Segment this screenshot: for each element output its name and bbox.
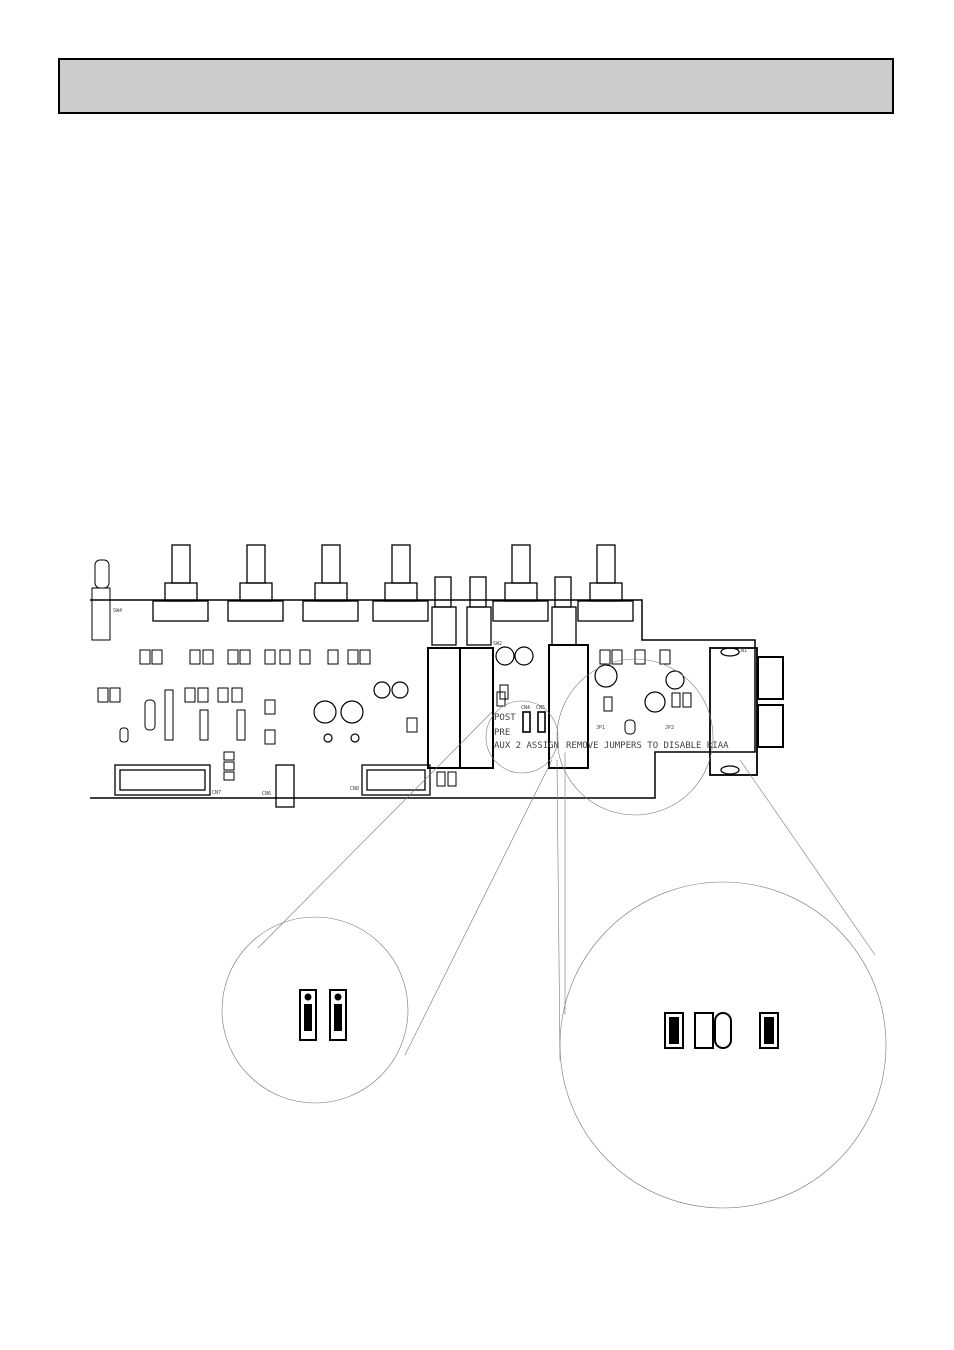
label-aux-assign: AUX 2 ASSIGN <box>494 741 559 751</box>
slide-switches <box>427 576 589 769</box>
label-jp1: JP1 <box>596 725 605 731</box>
zoomed-jumpers-riaa <box>664 1012 779 1049</box>
header-bar <box>58 58 894 114</box>
label-riaa-note: REMOVE JUMPERS TO DISABLE RIAA <box>566 741 729 751</box>
zoomed-jumpers-aux <box>299 989 347 1041</box>
label-post: POST <box>494 713 516 723</box>
pcb-jumpers <box>522 711 546 733</box>
label-cn8: CN8 <box>350 786 359 792</box>
label-sw2: SW2 <box>493 641 502 647</box>
label-pre: PRE <box>494 728 510 738</box>
leader-lines <box>257 711 876 1061</box>
capacitors <box>313 646 685 743</box>
callout-circle-large <box>556 658 714 816</box>
toggle-switch <box>91 559 111 641</box>
zoom-circle-aux-assign <box>221 916 409 1104</box>
pcb-outline <box>90 599 756 799</box>
callout-circle-small <box>485 700 559 774</box>
label-sw4: SW4 <box>113 608 122 614</box>
label-cn5: CN5 <box>536 705 545 711</box>
smd-components <box>97 649 692 787</box>
label-cn7: CN7 <box>212 790 221 796</box>
label-cn4: CN4 <box>521 705 530 711</box>
label-cn1: CN1 <box>738 648 747 654</box>
potentiometers <box>152 544 634 622</box>
connectors <box>114 647 784 808</box>
label-cn6: CN6 <box>262 791 271 797</box>
label-jp2: JP2 <box>665 725 674 731</box>
zoom-circle-riaa <box>559 881 887 1209</box>
